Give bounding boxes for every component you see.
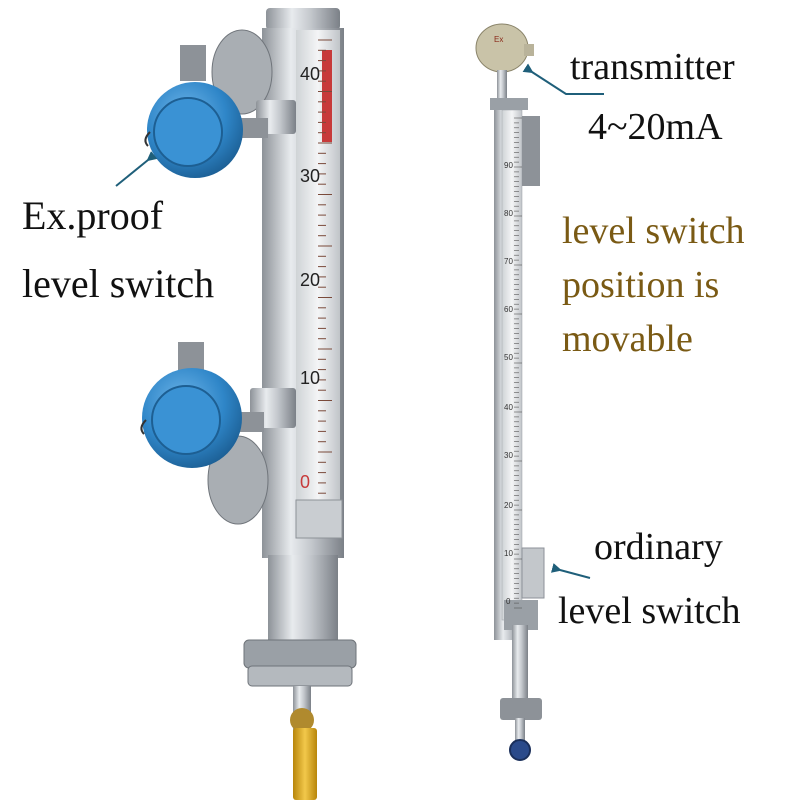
transmitter-ex-mark: Ex — [494, 35, 503, 44]
right-level-gauge: Ex 90 80 70 60 50 40 30 20 10 0 — [475, 23, 545, 761]
left-gauge-lower-pipe — [268, 555, 338, 645]
right-scale-label-0: 0 — [506, 597, 511, 606]
lower-switch-cover — [151, 385, 221, 455]
ordinary-level-switch — [521, 547, 545, 599]
transmitter-arrow — [522, 63, 604, 95]
left-gauge-upper-side-flange — [211, 29, 273, 115]
left-scale-label-40: 40 — [300, 64, 320, 84]
right-gauge-valve-stem — [515, 718, 525, 742]
right-scale-label-70: 70 — [504, 257, 513, 266]
upper-ex-proof-switch — [144, 45, 268, 178]
left-gauge-valve-handle — [293, 728, 317, 800]
right-scale-label-30: 30 — [504, 451, 513, 460]
left-scale-label-20: 20 — [300, 270, 320, 290]
movable-label-line2: position is — [562, 264, 720, 306]
right-gauge-lower-pipe — [512, 625, 528, 705]
right-gauge-upper-bracket — [522, 116, 540, 186]
right-scale-label-20: 20 — [504, 501, 513, 510]
left-gauge-red-indicator — [322, 50, 332, 142]
left-level-gauge: 40 30 20 10 0 — [140, 8, 357, 800]
ordinary-label-line2: level switch — [558, 590, 741, 632]
left-gauge-valve-body — [290, 708, 314, 732]
upper-switch-chain — [144, 131, 151, 147]
right-scale-label-50: 50 — [504, 353, 513, 362]
right-scale-label-80: 80 — [504, 209, 513, 218]
left-gauge-top-cap — [266, 8, 340, 30]
left-gauge-bottom-flange-lower — [247, 665, 353, 687]
left-gauge-scale — [318, 39, 332, 494]
movable-label-line1: level switch — [562, 210, 745, 252]
right-gauge-bottom-flange — [500, 698, 542, 720]
ordinary-switch-arrow — [550, 563, 591, 579]
lower-ex-proof-switch — [140, 342, 264, 468]
left-gauge-bottom-flange — [243, 639, 357, 669]
upper-switch-neck — [180, 45, 206, 81]
lower-switch-chain — [140, 419, 147, 435]
right-gauge-scale — [514, 117, 522, 609]
right-gauge-handwheel — [509, 739, 531, 761]
right-scale-label-40: 40 — [504, 403, 513, 412]
upper-switch-cover — [153, 97, 223, 167]
right-scale-label-60: 60 — [504, 305, 513, 314]
ordinary-label-line1: ordinary — [594, 526, 723, 568]
transmitter-label-line2: 4~20mA — [588, 106, 723, 148]
ex-proof-label-line2: level switch — [22, 261, 215, 306]
left-scale-label-10: 10 — [300, 368, 320, 388]
left-gauge-glass-window — [296, 30, 340, 500]
right-scale-label-10: 10 — [504, 549, 513, 558]
transmitter-housing — [475, 23, 529, 73]
left-scale-label-30: 30 — [300, 166, 320, 186]
right-gauge-upper-clamp — [490, 98, 528, 110]
transmitter-side-gland — [524, 44, 534, 56]
ex-proof-label-line1: Ex.proof — [22, 193, 164, 238]
ex-proof-arrow — [115, 151, 158, 187]
left-scale-label-0: 0 — [300, 472, 310, 492]
right-scale-label-90: 90 — [504, 161, 513, 170]
movable-label-line3: movable — [562, 318, 693, 360]
transmitter-label-line1: transmitter — [570, 46, 735, 88]
left-gauge-bottom-clamp — [295, 499, 343, 539]
transmitter-stem — [497, 70, 507, 105]
